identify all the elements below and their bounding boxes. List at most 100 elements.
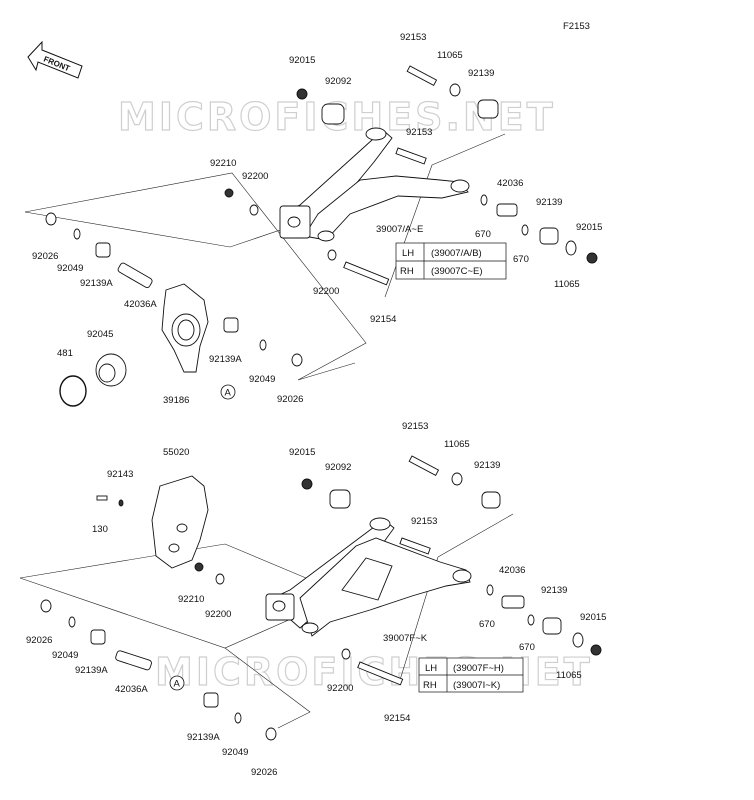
label-upper-92026b: 92026	[277, 394, 303, 405]
label-upper-92026a: 92026	[32, 251, 58, 262]
table-lower-parts-rh: (39007I~K)	[453, 680, 500, 691]
bolt-130	[96, 495, 108, 501]
nut-92015-lower-b	[590, 644, 602, 656]
label-lower-92049b: 92049	[222, 747, 248, 758]
bearing-92045	[95, 353, 127, 387]
bushing-92139-upper-b	[539, 227, 559, 245]
label-lower-130: 130	[92, 524, 108, 535]
label-lower-92015b: 92015	[580, 612, 606, 623]
label-upper-92049a: 92049	[57, 263, 83, 274]
label-lower-92049a: 92049	[52, 650, 78, 661]
label-lower-92153b: 92153	[411, 516, 437, 527]
bushing-92139A-lower-a	[90, 629, 106, 645]
a-arm-upper	[279, 127, 470, 242]
label-lower-92153a: 92153	[402, 421, 428, 432]
washer-92143	[118, 499, 124, 507]
lower-assembly: A 92153 11065 55020 92015 92092 92139 92…	[19, 421, 606, 778]
nut-92015-upper-b	[586, 252, 598, 264]
label-upper-92153b: 92153	[406, 127, 432, 138]
label-lower-42036A: 42036A	[115, 684, 148, 695]
label-lower-92139a: 92139	[474, 460, 500, 471]
table-upper-side-rh: RH	[400, 266, 414, 277]
bushing-92139A-upper-b	[223, 317, 239, 333]
sleeve-42036-upper	[496, 203, 518, 217]
label-upper-481: 481	[57, 348, 73, 359]
sleeve-42036-lower	[501, 595, 525, 609]
label-lower-92139A: 92139A	[75, 665, 108, 676]
label-upper-670b: 670	[513, 254, 529, 265]
washer-92200-upper-b	[327, 249, 337, 261]
sleeve-42036A-lower	[115, 650, 152, 671]
table-upper-parts-rh: (39007C~E)	[431, 266, 483, 277]
washer-11065-lower-b	[572, 632, 584, 648]
label-upper-92154: 92154	[370, 314, 396, 325]
ring-670-upper-a	[480, 194, 488, 206]
seal-92026-lower-a	[40, 599, 52, 613]
label-upper-92153a: 92153	[400, 32, 426, 43]
label-upper-92139Ab: 92139A	[209, 354, 242, 365]
washer-92200-lower-b	[341, 648, 351, 660]
seal-92026-upper-b	[291, 353, 303, 367]
label-lower-92143: 92143	[107, 469, 133, 480]
label-upper-92210: 92210	[210, 158, 236, 169]
bushing-92139-lower-b	[542, 617, 562, 635]
label-lower-92200b: 92200	[327, 683, 353, 694]
label-upper-92200a: 92200	[242, 171, 268, 182]
svg-text:A: A	[174, 679, 181, 690]
washer-92200-lower-a	[215, 573, 225, 585]
label-lower-11065a: 11065	[444, 439, 470, 450]
bushing-92092-upper	[321, 103, 345, 125]
ring-92049-lower-b	[234, 712, 242, 724]
table-lower-side-lh: LH	[425, 663, 437, 674]
label-upper-92139A: 92139A	[80, 278, 113, 289]
upper-assembly: A 92153 11065 92015 92092 92139 92153 92…	[24, 32, 602, 407]
bolt-92153-upper-a	[406, 65, 438, 86]
label-upper-92015a: 92015	[289, 55, 315, 66]
label-lower-92154: 92154	[384, 713, 410, 724]
label-lower-92139b: 92139	[541, 585, 567, 596]
label-lower-55020: 55020	[163, 447, 189, 458]
bushing-92139-lower-a	[481, 491, 501, 509]
label-lower-92015a: 92015	[289, 447, 315, 458]
label-lower-92139Ab: 92139A	[187, 732, 220, 743]
label-lower-92200a: 92200	[205, 609, 231, 620]
seal-92026-lower-b	[265, 727, 277, 741]
label-upper-11065a: 11065	[437, 50, 463, 61]
callout-a-lower: A	[169, 675, 185, 691]
bolt-92153-upper-b	[395, 147, 427, 165]
label-upper-92015b: 92015	[576, 222, 602, 233]
washer-92200-upper-a	[249, 204, 259, 216]
label-upper-42036A: 42036A	[124, 299, 157, 310]
nut-92015-lower-a	[301, 478, 313, 490]
ring-92049-upper-a	[73, 228, 81, 240]
callout-a-upper: A	[220, 384, 236, 400]
label-lower-92026a: 92026	[26, 635, 52, 646]
label-lower-92210: 92210	[178, 594, 204, 605]
label-upper-39186: 39186	[163, 395, 189, 406]
nut-92210-upper	[224, 188, 234, 198]
washer-11065-lower-a	[451, 472, 463, 486]
ring-92049-upper-b	[259, 339, 267, 351]
nut-92210-lower	[194, 562, 204, 572]
a-arm-lower	[265, 517, 472, 637]
label-upper-92092: 92092	[325, 76, 351, 87]
label-upper-92045: 92045	[87, 329, 113, 340]
label-upper-92049b: 92049	[249, 374, 275, 385]
label-lower-92092: 92092	[325, 462, 351, 473]
table-lower-side-rh: RH	[423, 680, 437, 691]
label-upper-11065b: 11065	[554, 279, 580, 290]
label-lower-42036: 42036	[499, 565, 525, 576]
label-upper-39007: 39007/A~E	[376, 224, 423, 235]
sleeve-42036A-upper	[117, 262, 153, 289]
label-lower-39007: 39007F~K	[383, 633, 428, 644]
bushing-92139A-lower-b	[203, 692, 219, 708]
svg-text:A: A	[225, 388, 232, 399]
washer-11065-upper-b	[565, 240, 577, 256]
label-lower-92026b: 92026	[251, 767, 277, 778]
bushing-92092-lower	[329, 489, 351, 509]
ring-92049-lower-a	[68, 616, 76, 628]
bolt-92154-lower	[357, 661, 404, 686]
ring-670-upper-b	[521, 224, 529, 236]
side-table-lower: LH (39007F~H) RH (39007I~K)	[418, 657, 524, 693]
label-upper-670a: 670	[475, 229, 491, 240]
